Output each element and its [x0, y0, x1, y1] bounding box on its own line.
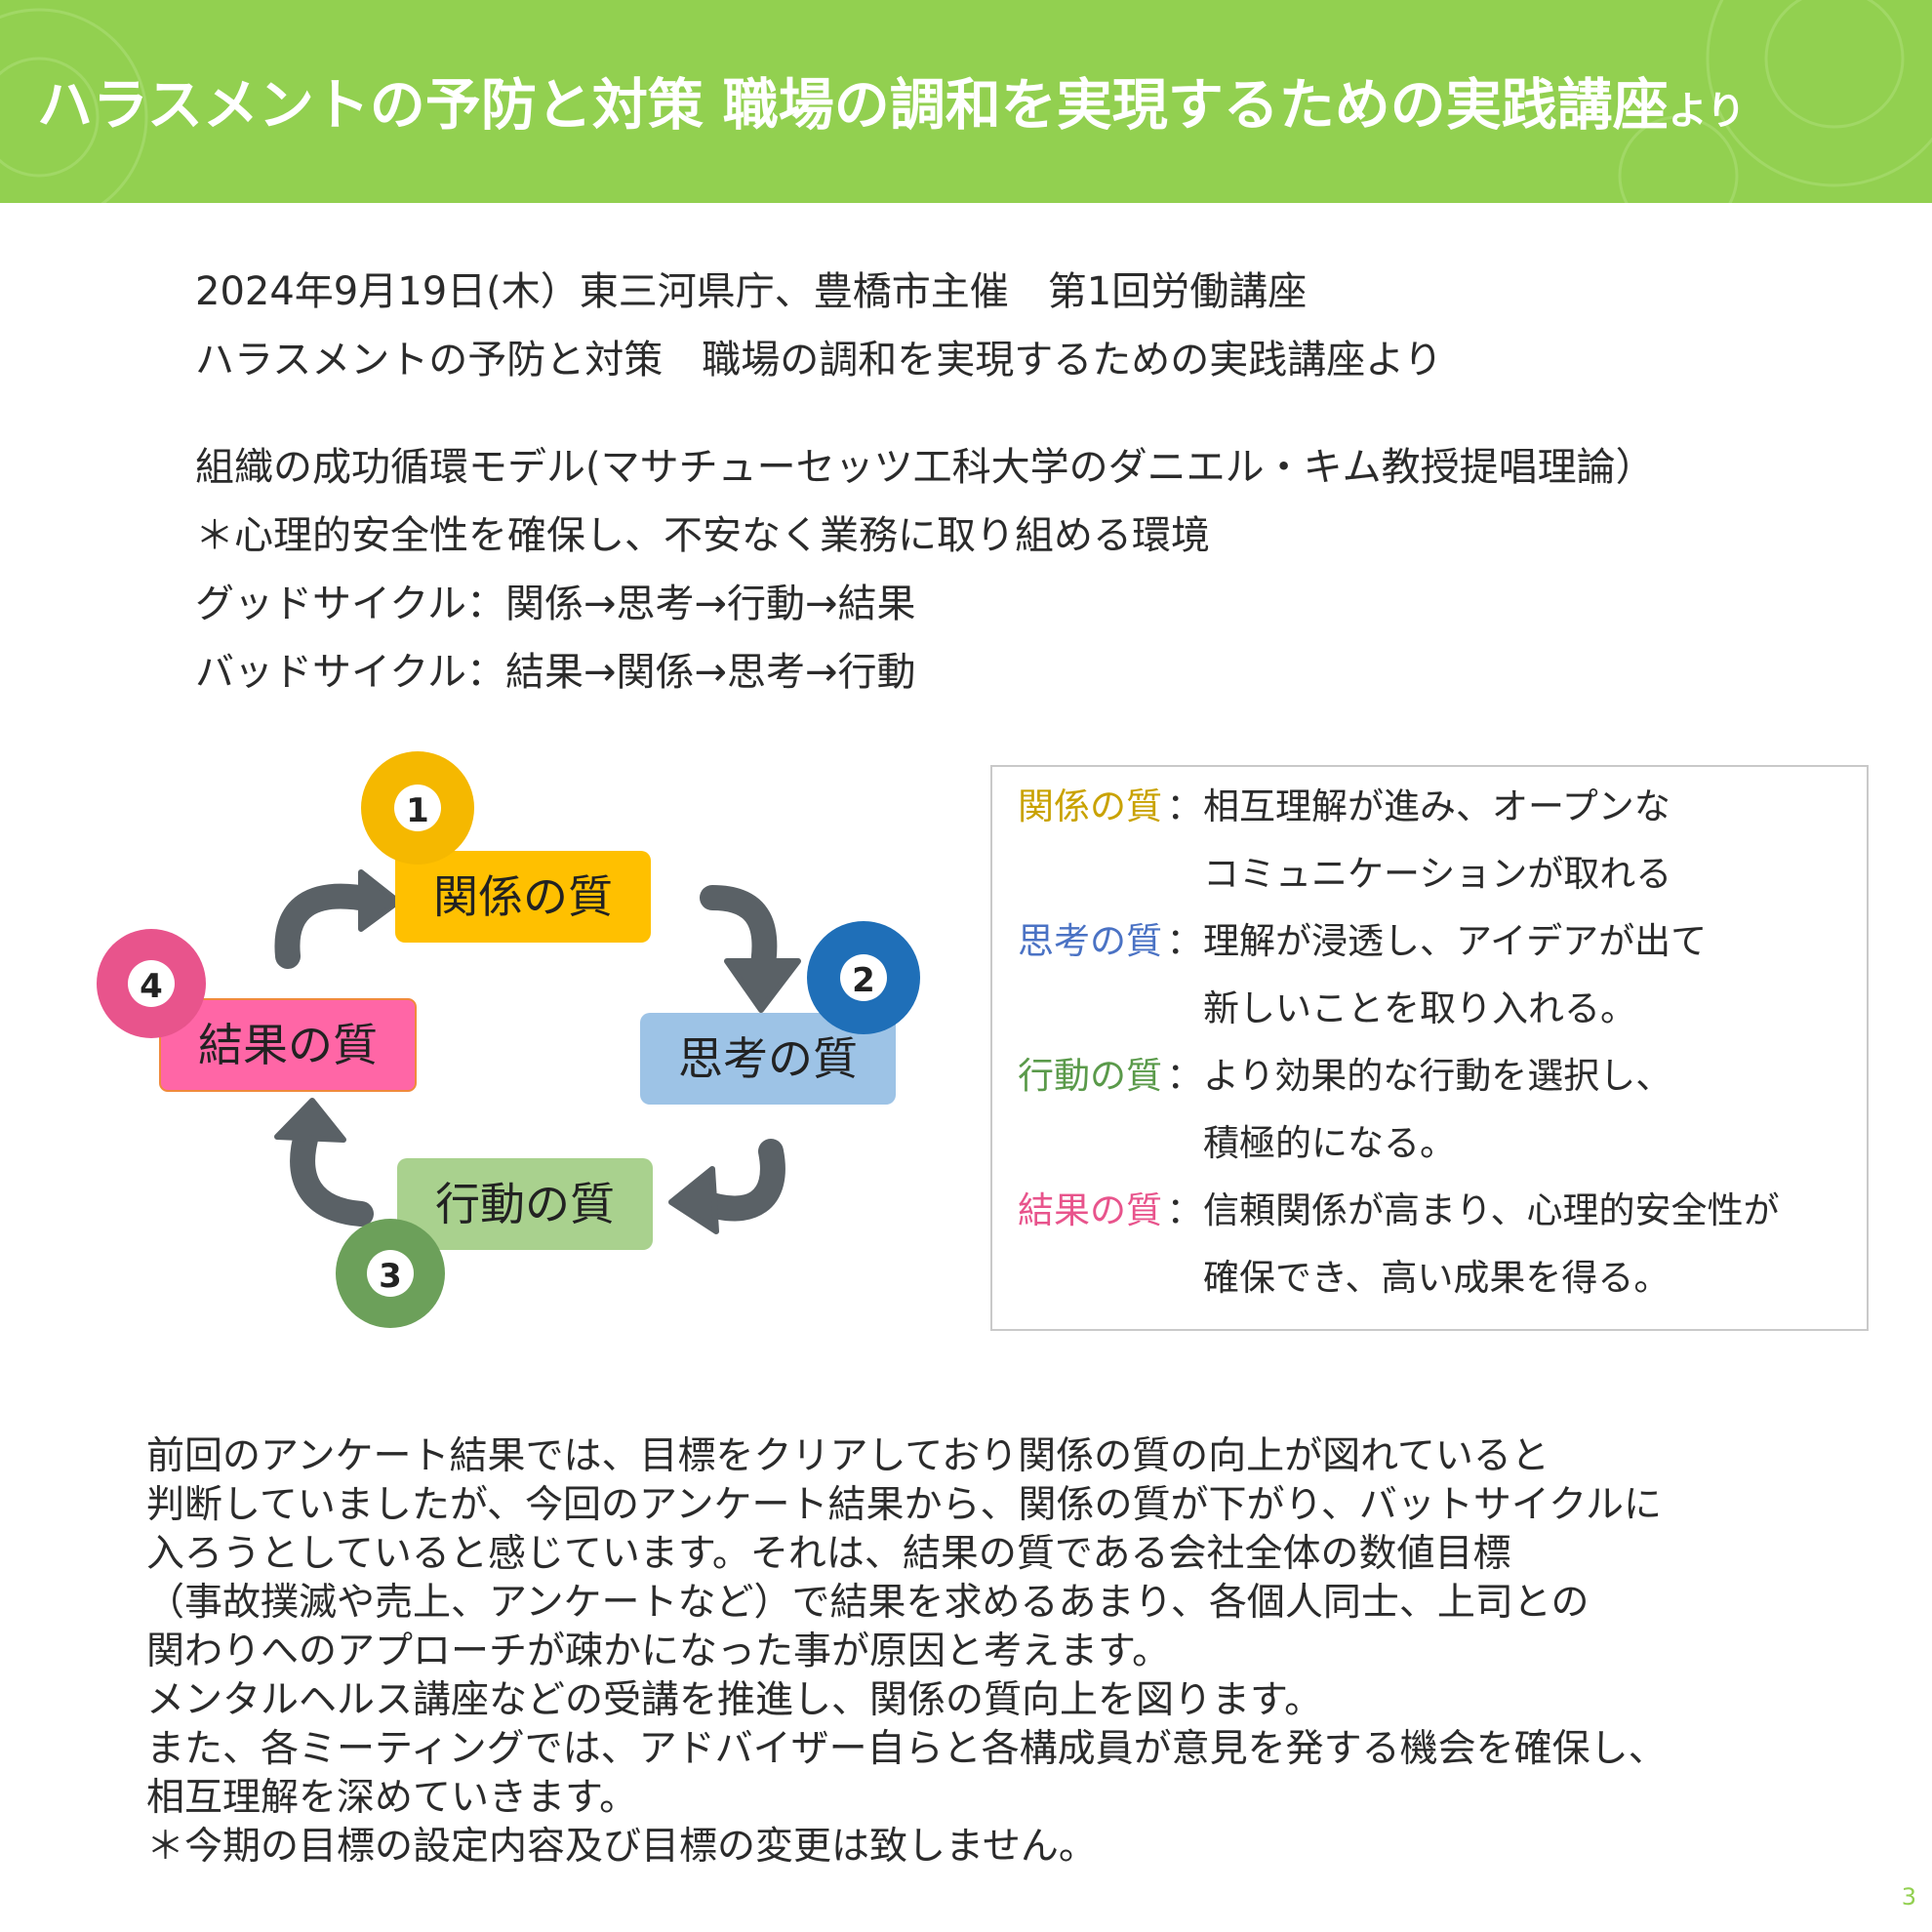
node-1-number: 1 — [406, 791, 429, 830]
legend-desc: 理解が浸透し、アイデアが出て — [1203, 920, 1708, 962]
legend-desc: より効果的な行動を選択し、 — [1203, 1055, 1672, 1097]
node-2-label: 思考の質 — [678, 1032, 858, 1085]
arrow-1-to-2 — [700, 885, 801, 1013]
node-4-number: 4 — [140, 967, 163, 1006]
intro-line-course: ハラスメントの予防と対策 職場の調和を実現するための実践講座より — [195, 338, 1443, 382]
body-line: 判断していましたが、今回のアンケート結果から、関係の質が下がり、バットサイクルに — [146, 1483, 1662, 1527]
legend-term: 思考の質 — [1018, 920, 1162, 962]
intro-line-safety: ＊心理的安全性を確保し、不安なく業務に取り組める環境 — [195, 513, 1210, 558]
legend-term: 行動の質 — [1018, 1055, 1162, 1097]
legend-desc: 相互理解が進み、オープンな — [1203, 785, 1670, 827]
cycle-node-result: 結果の質 4 — [97, 929, 417, 1092]
page-title-suffix: より — [1668, 89, 1746, 134]
header-banner: ハラスメントの予防と対策 職場の調和を実現するための実践講座より — [0, 0, 1932, 203]
page-number: 3 — [1901, 1883, 1916, 1911]
node-1-box — [395, 851, 651, 943]
body-line: また、各ミーティングでは、アドバイザー自らと各構成員が意見を発する機会を確保し、 — [146, 1727, 1667, 1771]
cycle-node-relationship: 関係の質 1 — [361, 751, 651, 943]
intro-line-model: 組織の成功循環モデル(マサチューセッツ工科大学のダニエル・キム教授提唱理論） — [195, 445, 1655, 490]
legend-desc-cont: 確保でき、高い成果を得る。 — [1203, 1257, 1670, 1299]
legend-desc-cont: コミュニケーションが取れる — [1203, 853, 1672, 895]
body-line: メンタルヘルス講座などの受講を推進し、関係の質向上を図ります。 — [146, 1678, 1323, 1722]
body-line: （事故撲滅や売上、アンケートなど）で結果を求めるあまり、各個人同士、上司との — [146, 1581, 1590, 1625]
cycle-node-thinking: 思考の質 2 — [640, 921, 920, 1105]
analysis-text: 前回のアンケート結果では、目標をクリアしており関係の質の向上が図れていると 判断… — [146, 1432, 1667, 1872]
legend-term: 関係の質 — [1018, 785, 1162, 827]
cycle-node-action: 行動の質 3 — [336, 1158, 653, 1328]
body-line: 相互理解を深めていきます。 — [146, 1776, 638, 1820]
legend-desc-cont: 新しいことを取り入れる。 — [1203, 987, 1636, 1029]
node-1-label: 関係の質 — [433, 870, 613, 923]
success-cycle-diagram: 関係の質 1 思考の質 2 行動の質 3 結果の質 4 — [97, 751, 920, 1328]
arrow-4-to-1 — [274, 869, 401, 969]
node-2-number: 2 — [852, 961, 875, 1000]
legend-item-result: 結果の質：信頼関係が高まり、心理的安全性が 確保でき、高い成果を得る。 — [1018, 1177, 1780, 1311]
node-2-box — [640, 1013, 896, 1105]
body-line: 関わりへのアプローチが疎かになった事が原因と考えます。 — [146, 1630, 1171, 1673]
node-4-box — [159, 998, 417, 1092]
arrow-2-to-3 — [668, 1139, 785, 1234]
arrow-3-to-4 — [274, 1098, 374, 1227]
body-line: 入ろうとしていると感じています。それは、結果の質である会社全体の数値目標 — [146, 1532, 1511, 1576]
legend-item-relationship: 関係の質：相互理解が進み、オープンな コミュニケーションが取れる — [1018, 773, 1671, 907]
flower-decoration — [0, 0, 1932, 203]
legend-item-thinking: 思考の質：理解が浸透し、アイデアが出て 新しいことを取り入れる。 — [1018, 907, 1707, 1042]
intro-line-bad-cycle: バッドサイクル：結果→関係→思考→行動 — [195, 650, 916, 695]
body-line: ＊今期の目標の設定内容及び目標の変更は致しません。 — [146, 1825, 1097, 1869]
intro-text: 2024年9月19日(木）東三河県庁、豊橋市主催 第1回労働講座 ハラスメントの… — [195, 258, 1655, 706]
node-3-number: 3 — [379, 1257, 402, 1296]
legend-desc-cont: 積極的になる。 — [1203, 1122, 1456, 1164]
legend-term: 結果の質 — [1018, 1189, 1162, 1231]
legend-item-action: 行動の質：より効果的な行動を選択し、 積極的になる。 — [1018, 1042, 1671, 1177]
body-line: 前回のアンケート結果では、目標をクリアしており関係の質の向上が図れていると — [146, 1434, 1550, 1478]
page-title: ハラスメントの予防と対策 職場の調和を実現するための実践講座より — [37, 73, 1746, 138]
legend-desc: 信頼関係が高まり、心理的安全性が — [1203, 1189, 1780, 1231]
node-4-label: 結果の質 — [198, 1019, 378, 1071]
intro-line-event: 2024年9月19日(木）東三河県庁、豊橋市主催 第1回労働講座 — [195, 269, 1308, 314]
node-3-label: 行動の質 — [435, 1178, 615, 1230]
intro-line-good-cycle: グッドサイクル：関係→思考→行動→結果 — [195, 582, 916, 626]
cycle-arrows — [274, 869, 801, 1234]
node-3-box — [397, 1158, 653, 1250]
quality-legend-box: 関係の質：相互理解が進み、オープンな コミュニケーションが取れる 思考の質：理解… — [990, 765, 1869, 1331]
